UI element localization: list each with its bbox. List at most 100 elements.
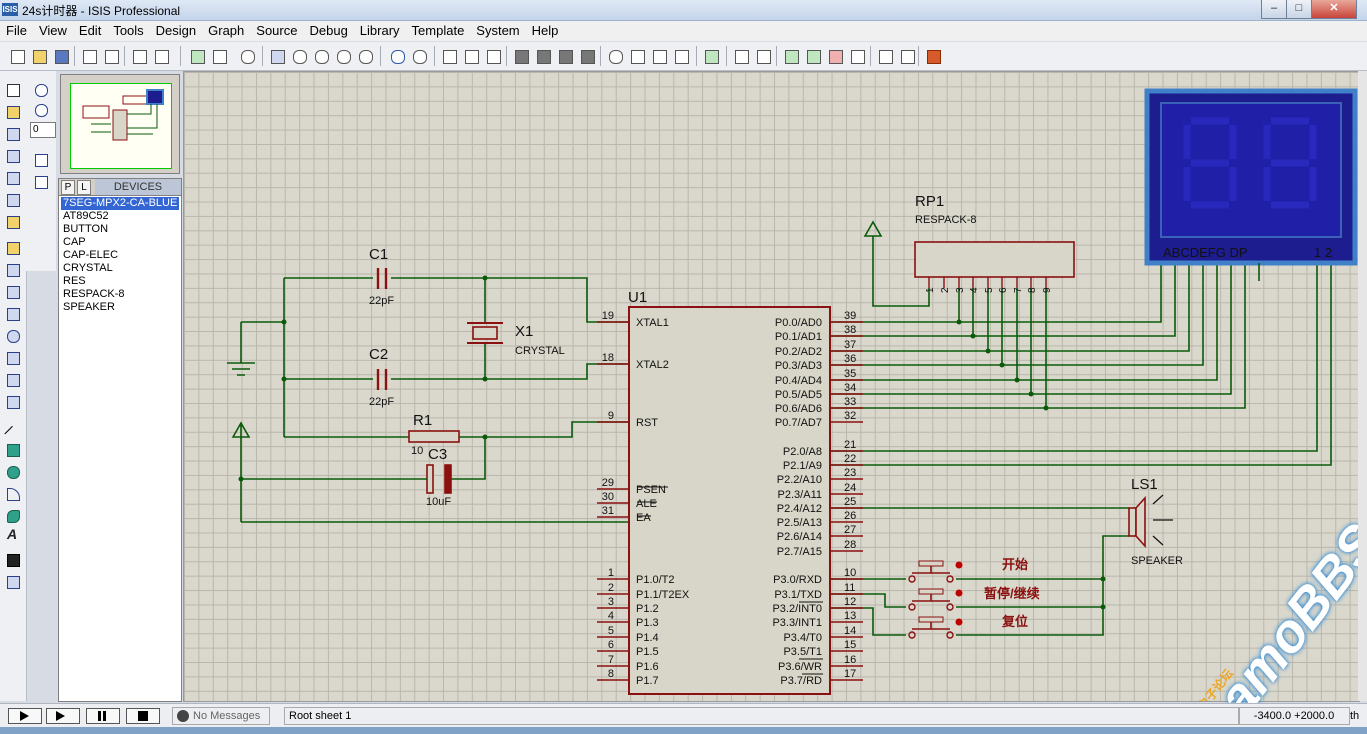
cut-icon[interactable] — [440, 47, 458, 65]
rotate-cw-icon[interactable] — [32, 81, 49, 98]
refresh-icon[interactable] — [188, 47, 206, 65]
search-tag-icon[interactable] — [732, 47, 750, 65]
copy-icon[interactable] — [462, 47, 480, 65]
mirror-vertical-icon[interactable] — [32, 173, 49, 190]
speaker-ls1[interactable]: LS1 SPEAKER — [1128, 476, 1183, 567]
maximize-button[interactable]: □ — [1286, 0, 1312, 19]
component-mode-icon[interactable] — [4, 103, 21, 120]
schematic-canvas[interactable]: C1 22pF C2 22pF X1 CRYSTAL R1 10 C3 1 — [183, 71, 1360, 702]
capacitor-c1[interactable]: C1 22pF — [369, 246, 394, 307]
vertical-scrollbar[interactable] — [1358, 71, 1367, 701]
menu-edit[interactable]: Edit — [78, 23, 102, 38]
selection-mode-icon[interactable] — [4, 81, 21, 98]
library-manager-button[interactable]: L — [77, 180, 91, 195]
zoom-area-icon[interactable] — [356, 47, 374, 65]
print-icon[interactable] — [130, 47, 148, 65]
paste-icon[interactable] — [484, 47, 502, 65]
arc-tool-icon[interactable] — [4, 485, 21, 502]
zoom-out-icon[interactable] — [312, 47, 330, 65]
device-list-item[interactable]: CAP-ELEC — [63, 249, 119, 261]
tape-recorder-mode-icon[interactable] — [4, 305, 21, 322]
bill-of-materials-icon[interactable] — [876, 47, 894, 65]
menu-library[interactable]: Library — [359, 23, 400, 38]
device-list-item[interactable]: 7SEG-MPX2-CA-BLUE — [61, 197, 179, 210]
block-copy-icon[interactable] — [512, 47, 530, 65]
block-delete-icon[interactable] — [578, 47, 596, 65]
origin-icon[interactable] — [238, 47, 256, 65]
device-list-item[interactable]: RESPACK-8 — [63, 288, 125, 300]
button-start[interactable]: 开始 — [908, 557, 1028, 583]
stop-button[interactable] — [126, 708, 160, 724]
capacitor-c2[interactable]: C2 22pF — [369, 346, 394, 408]
button-reset[interactable]: 复位 — [908, 614, 1028, 639]
property-tool-icon[interactable] — [754, 47, 772, 65]
close-button[interactable]: ✕ — [1311, 0, 1357, 19]
device-pins-mode-icon[interactable] — [4, 261, 21, 278]
junction-mode-icon[interactable] — [4, 125, 21, 142]
menu-source[interactable]: Source — [256, 23, 298, 38]
overview-window[interactable] — [60, 74, 180, 174]
rotate-ccw-icon[interactable] — [32, 101, 49, 118]
play-button[interactable] — [8, 708, 42, 724]
crystal-x1[interactable]: X1 CRYSTAL — [467, 322, 565, 357]
undo-icon[interactable] — [388, 47, 406, 65]
marker-tool-icon[interactable] — [4, 573, 21, 590]
symbol-tool-icon[interactable] — [4, 551, 21, 568]
overview-thumbnail[interactable] — [70, 83, 172, 169]
new-file-icon[interactable] — [8, 47, 26, 65]
circle-tool-icon[interactable] — [4, 463, 21, 480]
graph-mode-icon[interactable] — [4, 283, 21, 300]
wire-autorouter-icon[interactable] — [702, 47, 720, 65]
device-list-item[interactable]: SPEAKER — [63, 301, 115, 313]
capacitor-c3[interactable]: C3 10uF — [421, 446, 454, 508]
menu-debug[interactable]: Debug — [309, 23, 348, 38]
print-area-icon[interactable] — [152, 47, 170, 65]
block-move-icon[interactable] — [534, 47, 552, 65]
menu-help[interactable]: Help — [531, 23, 559, 38]
line-tool-icon[interactable] — [4, 419, 21, 443]
subcircuit-mode-icon[interactable] — [4, 213, 21, 230]
current-probe-mode-icon[interactable] — [4, 371, 21, 388]
menu-design[interactable]: Design — [155, 23, 197, 38]
menu-system[interactable]: System — [476, 23, 520, 38]
import-icon[interactable] — [80, 47, 98, 65]
mirror-horizontal-icon[interactable] — [32, 151, 49, 168]
seven-segment-display[interactable]: ABCDEFG DP 1 2 — [1144, 88, 1358, 281]
save-icon[interactable] — [52, 47, 70, 65]
pick-devices-button[interactable]: P — [61, 180, 75, 195]
resistor-r1[interactable]: R1 10 — [408, 412, 460, 457]
text-script-mode-icon[interactable] — [4, 169, 21, 186]
device-list-item[interactable]: RES — [63, 275, 86, 287]
block-rotate-icon[interactable] — [556, 47, 574, 65]
button-pause[interactable]: 暂停/继续 — [908, 586, 1040, 611]
power-terminal-left[interactable] — [231, 421, 251, 438]
add-sheet-icon[interactable] — [804, 47, 822, 65]
messages-panel[interactable]: No Messages — [172, 707, 270, 725]
power-terminal-rp1[interactable] — [863, 220, 883, 237]
device-list-item[interactable]: CAP — [63, 236, 86, 248]
export-icon[interactable] — [102, 47, 120, 65]
generator-mode-icon[interactable] — [4, 327, 21, 344]
grid-icon[interactable] — [210, 47, 228, 65]
minimize-button[interactable]: – — [1261, 0, 1287, 19]
ground-terminal[interactable] — [227, 362, 255, 376]
pause-button[interactable] — [86, 708, 120, 724]
device-list-item[interactable]: CRYSTAL — [63, 262, 113, 274]
path-tool-icon[interactable] — [4, 507, 21, 524]
decompose-icon[interactable] — [672, 47, 690, 65]
pick-device-icon[interactable] — [606, 47, 624, 65]
new-sheet-icon[interactable] — [782, 47, 800, 65]
menu-template[interactable]: Template — [411, 23, 465, 38]
text-tool-icon[interactable]: A — [7, 526, 18, 542]
redo-icon[interactable] — [410, 47, 428, 65]
terminals-mode-icon[interactable] — [4, 239, 21, 256]
package-tool-icon[interactable] — [650, 47, 668, 65]
device-list-item[interactable]: AT89C52 — [63, 210, 109, 222]
ares-icon[interactable] — [924, 47, 942, 65]
electrical-check-icon[interactable] — [898, 47, 916, 65]
device-list-item[interactable]: BUTTON — [63, 223, 109, 235]
virtual-instruments-icon[interactable] — [4, 393, 21, 410]
menu-view[interactable]: View — [38, 23, 67, 38]
zoom-all-icon[interactable] — [334, 47, 352, 65]
